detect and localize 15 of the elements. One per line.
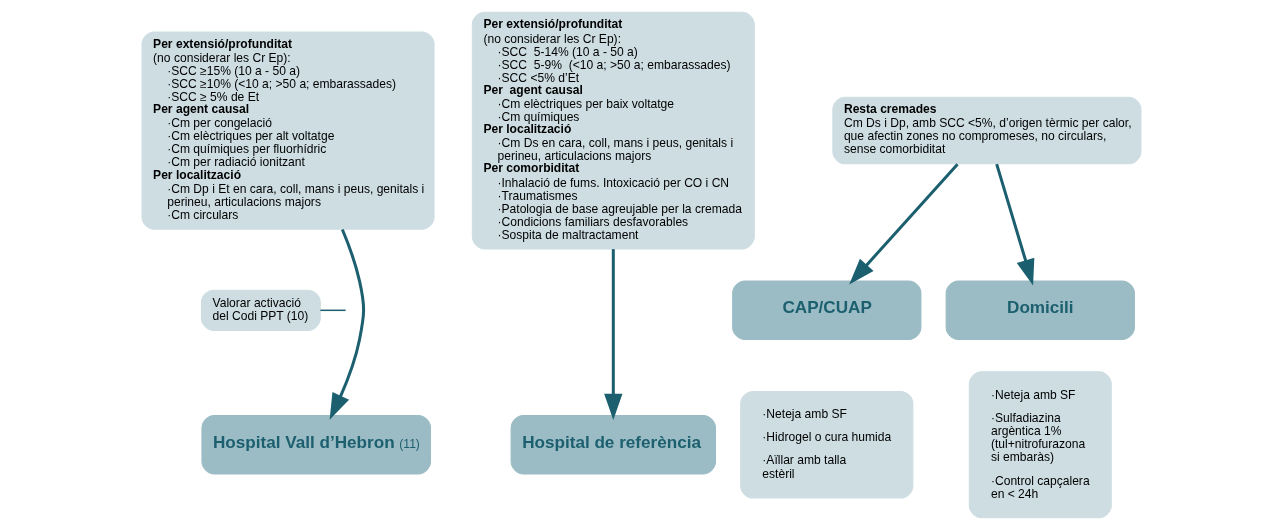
node-box: CAP/CUAP [732, 280, 922, 341]
node-box: ·Neteja amb SF ·Hidrogel o cura humida ·Aïllar amb talla estèril [740, 390, 914, 499]
node-box: ·Neteja amb SF ·Sulfadiazina argèntica 1% (tul+nitrofurazona si embaràs) ·Control capçalera en < 24h [968, 371, 1112, 519]
node-box: Per extensió/profunditat (no considerar les Cr Ep): ·SCC ≥15% (10 a - 50 a) ·SCC ≥10% (<10 a; >50 a; embarassades) ·SCC ≥ 5% de Et Per agent causal ·Cm per congelació ·Cm elèctriques per alt voltatge ·Cm químiques per fluorhídric ·Cm per radiació ionitzant Per localització ·Cm Dp i Et en cara, coll, mans i peus, genitals i perineu, articulacions majors ·Cm circulars [141, 31, 435, 230]
connector [319, 309, 347, 312]
arrow [849, 163, 959, 285]
node-box: Hospital de referència [510, 415, 716, 475]
arrow [604, 249, 623, 421]
node-box: Domicili [945, 280, 1135, 341]
node-box: Hospital Vall d’Hebron (11) [201, 415, 432, 475]
node-box: Valorar activació del Codi PPT (10) [200, 289, 321, 331]
node-box: Resta cremades Cm Ds i Dp, amb SCC <5%, d’origen tèrmic per calor, que afectin zones no compromeses, no circulars, sense comorbiditat [832, 96, 1142, 165]
node-box: Per extensió/profunditat (no considerar les Cr Ep): ·SCC 5-14% (10 a - 50 a) ·SCC 5-9% (<10 a; >50 a; embarassades) ·SCC <5% d’Et Per agent causal ·Cm elèctriques per baix voltatge ·Cm químiques Per localització ·Cm Ds en cara, coll, mans i peus, genitals i perineu, articulacions majors Per comorbiditat ·Inhalació de fums. Intoxicació per CO i CN ·Traumatismes ·Patologia de base agreujable per la cremada ·Condicions familiars desfavorables ·Sospita de maltractament [471, 11, 755, 250]
arrow [995, 163, 1035, 286]
arrow [329, 228, 366, 420]
